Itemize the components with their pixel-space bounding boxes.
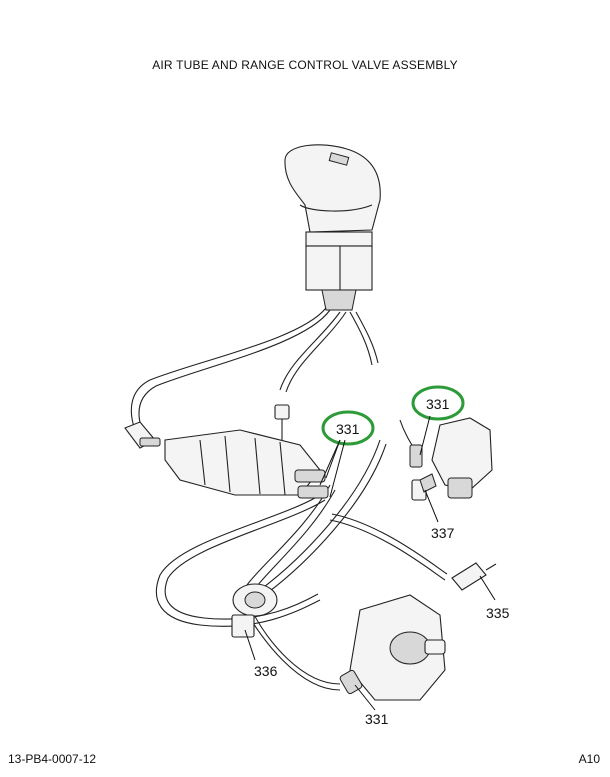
- highlight-oval-2: [411, 385, 465, 421]
- page-ref: A10: [578, 752, 600, 766]
- upper-right-valve: [399, 417, 493, 501]
- callout-331-b: 331: [426, 396, 450, 412]
- callout-331-a: 331: [336, 421, 360, 437]
- highlight-oval-1: [321, 410, 375, 446]
- callout-331-c: 331: [365, 711, 389, 727]
- diagram-title: AIR TUBE AND RANGE CONTROL VALVE ASSEMBL…: [152, 58, 458, 72]
- callout-337: 337: [431, 525, 455, 541]
- drawing-number: 13-PB4-0007-12: [8, 752, 97, 766]
- grommet: [231, 583, 278, 638]
- leader-lines: [244, 415, 496, 711]
- tube-connector: [451, 562, 497, 591]
- range-control-valve: [124, 404, 329, 499]
- bottom-valve: [339, 594, 446, 701]
- shift-knob: [284, 144, 381, 311]
- callout-336: 336: [254, 663, 278, 679]
- callout-335: 335: [486, 605, 510, 621]
